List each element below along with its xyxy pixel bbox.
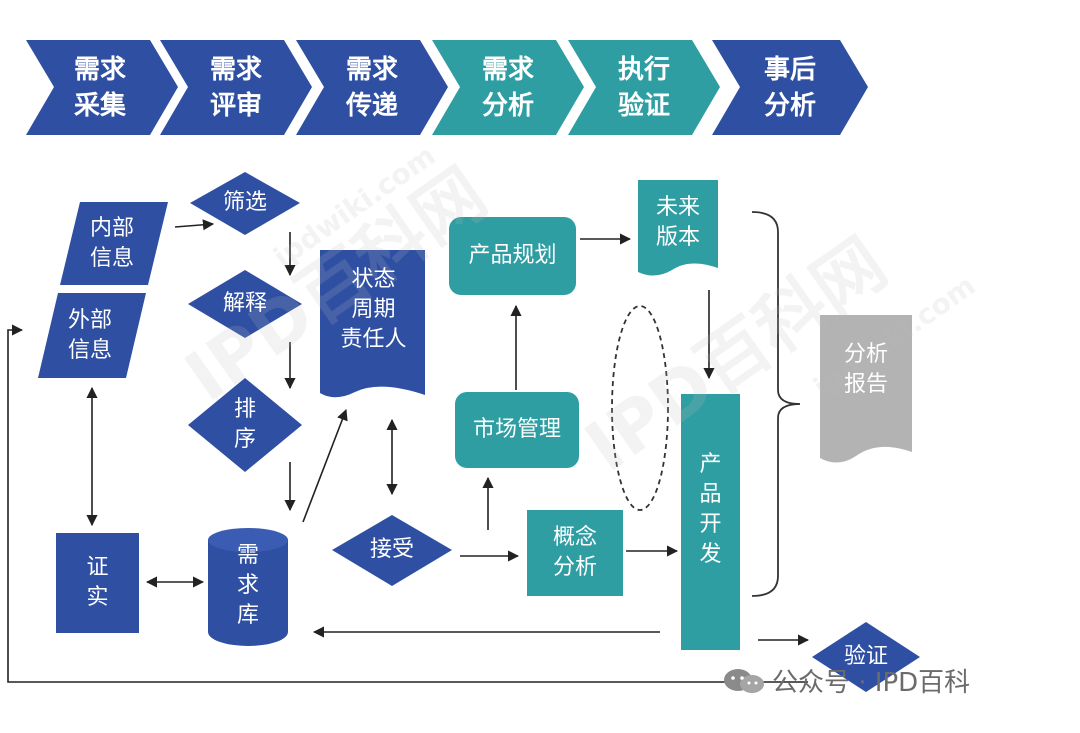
concept-analysis-box xyxy=(527,510,623,596)
status-doc-shape xyxy=(320,250,425,398)
arrow-sort-to-status xyxy=(302,408,348,523)
product-planning-box xyxy=(449,217,576,295)
stage-chevron-4 xyxy=(432,40,584,135)
future-version-shape xyxy=(638,180,718,276)
stage-chevron-2 xyxy=(160,40,312,135)
stage-label-5: 执行 验证 xyxy=(617,54,670,121)
verify-fact-box xyxy=(56,533,139,633)
stage-chevron-5 xyxy=(568,40,720,135)
account-caption: 公众号 · IPD百科 xyxy=(722,662,970,699)
account-caption-text: 公众号 · IPD百科 xyxy=(772,668,971,698)
requirement-db-shape xyxy=(208,528,288,646)
dashed-ellipse xyxy=(611,305,669,511)
filter-diamond xyxy=(190,172,300,235)
accept-diamond xyxy=(332,515,452,586)
arrow-internal-to-filter xyxy=(174,219,215,231)
stage-chevron-6 xyxy=(712,40,868,135)
external-info-shape xyxy=(38,293,146,378)
feedback-line xyxy=(7,324,808,683)
stage-label-2: 需求 评审 xyxy=(209,54,262,121)
connectors xyxy=(7,219,810,683)
stage-label-1: 需求 采集 xyxy=(73,54,126,121)
product-development-box xyxy=(681,394,740,650)
wechat-icon xyxy=(722,666,766,696)
sort-diamond xyxy=(188,378,302,472)
analysis-report-shape xyxy=(820,315,912,463)
stage-label-6: 事后 分析 xyxy=(763,54,816,121)
curly-brace xyxy=(751,211,801,597)
market-management-box xyxy=(455,392,579,468)
internal-info-shape xyxy=(60,202,168,285)
explain-diamond xyxy=(188,270,302,338)
validation-diamond xyxy=(812,622,920,692)
stage-label-4: 需求 分析 xyxy=(481,54,534,121)
stage-chevron-1 xyxy=(26,40,178,135)
stage-chevron-3 xyxy=(296,40,448,135)
stage-label-3: 需求 传递 xyxy=(345,54,398,121)
